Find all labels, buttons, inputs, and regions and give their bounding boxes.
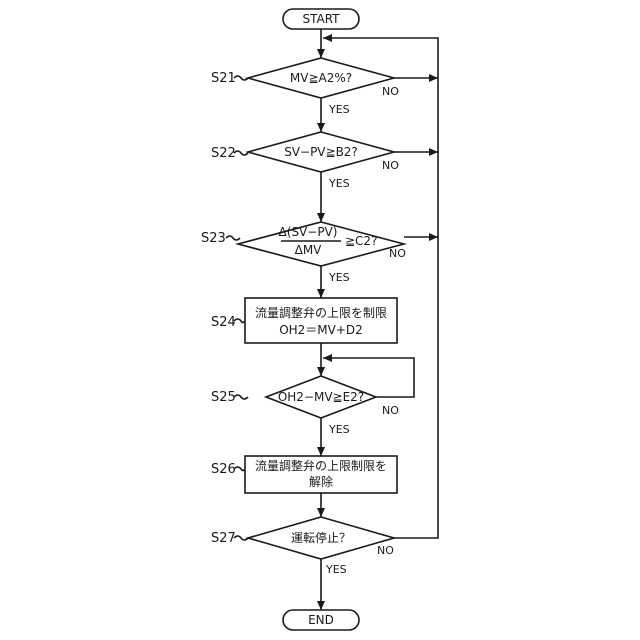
decision-s25: OH2−MV≧E2? <box>266 376 376 418</box>
s21-condition: MV≧A2%? <box>290 71 352 85</box>
s25-no-label: NO <box>382 404 399 417</box>
s25-label-tilde <box>234 395 248 399</box>
s22-condition: SV−PV≧B2? <box>284 145 358 159</box>
s21-no-label: NO <box>382 85 399 98</box>
s25-step-label: S25 <box>211 390 236 405</box>
end-terminal: END <box>283 610 359 630</box>
s21-yes-label: YES <box>328 103 350 116</box>
s26-line2: 解除 <box>309 474 333 489</box>
s24-step-label: S24 <box>211 315 236 330</box>
end-label: END <box>308 613 334 627</box>
s26-line1: 流量調整弁の上限制限を <box>255 458 387 473</box>
s22-step-label: S22 <box>211 146 236 161</box>
start-label: START <box>302 12 340 26</box>
s23-denominator: ΔMV <box>295 243 323 257</box>
s25-condition: OH2−MV≧E2? <box>278 390 364 404</box>
s23-yes-label: YES <box>328 271 350 284</box>
decision-s23: Δ(SV−PV) ΔMV ≧C2? <box>238 222 404 266</box>
process-s24: 流量調整弁の上限を制限 OH2＝MV+D2 <box>245 298 397 343</box>
s25-yes-label: YES <box>328 423 350 436</box>
s27-no-label: NO <box>377 544 394 557</box>
s22-label-tilde <box>234 151 248 155</box>
process-s26: 流量調整弁の上限制限を 解除 <box>245 456 397 493</box>
s21-step-label: S21 <box>211 71 236 86</box>
s22-no-label: NO <box>382 159 399 172</box>
start-terminal: START <box>283 9 359 29</box>
decision-s27: 運転停止？ <box>248 517 394 559</box>
decision-s22: SV−PV≧B2? <box>248 132 394 172</box>
s27-yes-label: YES <box>325 563 347 576</box>
s23-suffix: ≧C2? <box>345 234 377 248</box>
s27-step-label: S27 <box>211 531 236 546</box>
s24-line2: OH2＝MV+D2 <box>279 323 363 337</box>
s23-no-label: NO <box>389 247 406 260</box>
s26-step-label: S26 <box>211 462 236 477</box>
s22-yes-label: YES <box>328 177 350 190</box>
s23-label-tilde <box>226 236 240 240</box>
s23-numerator: Δ(SV−PV) <box>279 225 338 239</box>
decision-s21: MV≧A2%? <box>248 58 394 98</box>
s23-step-label: S23 <box>201 231 226 246</box>
s27-condition: 運転停止？ <box>291 530 351 545</box>
s24-line1: 流量調整弁の上限を制限 <box>255 305 387 320</box>
